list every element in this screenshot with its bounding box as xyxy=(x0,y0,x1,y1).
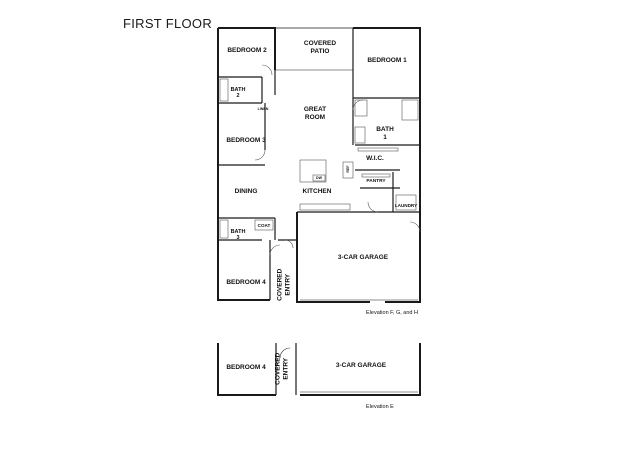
room-bath-3-line2: 3 xyxy=(236,235,240,241)
door-swing-4 xyxy=(367,201,379,213)
laundry-space xyxy=(395,194,417,211)
elevation-e-label: Elevation E xyxy=(366,404,394,410)
ref-label: REF xyxy=(346,165,350,173)
dishwasher xyxy=(312,174,326,182)
room-covered-entry-line2: ENTRY xyxy=(284,273,292,296)
kitchen-island xyxy=(299,159,327,183)
room-pantry: PANTRY xyxy=(366,179,386,184)
door-swing-7 xyxy=(409,221,421,233)
door-swing-3 xyxy=(352,99,364,111)
room-bath-1-line1: BATH xyxy=(376,126,394,133)
room-bath-2-line2: 2 xyxy=(236,93,240,99)
door-swing-2 xyxy=(254,149,266,161)
right-upper-wall xyxy=(353,27,421,235)
room-bedroom-4: BEDROOM 4 xyxy=(226,279,266,286)
door-swing-6 xyxy=(284,239,294,249)
left-exterior-wall xyxy=(217,28,270,301)
bath1-tub xyxy=(401,99,419,121)
room-great-room-line1: GREAT xyxy=(303,106,327,113)
garage-right xyxy=(385,235,421,303)
bath2-tub xyxy=(219,78,229,102)
room-wic: W.I.C. xyxy=(366,155,384,162)
alt-room-covered-entry-line2: ENTRY xyxy=(282,357,290,380)
room-bedroom-3: BEDROOM 3 xyxy=(226,137,266,144)
room-bedroom-1: BEDROOM 1 xyxy=(367,57,407,64)
door-swing-1 xyxy=(261,64,273,76)
fixtures xyxy=(219,64,421,256)
room-coat: COAT xyxy=(257,223,271,228)
alt-left-wall xyxy=(217,343,276,396)
linen-closet: LINEN xyxy=(257,107,269,111)
room-3-car-garage: 3-CAR GARAGE xyxy=(337,254,389,261)
ref-space xyxy=(342,161,354,179)
bath3-tub xyxy=(219,219,229,239)
room-covered-patio-line1: COVERED xyxy=(303,40,337,47)
elevation-fgh-label: Elevation F, G, and H xyxy=(366,310,418,316)
room-dining: DINING xyxy=(234,188,258,195)
pantry-shelf xyxy=(361,173,391,178)
room-bath-2-line1: BATH xyxy=(230,87,246,93)
coat-closet xyxy=(254,219,274,231)
room-great-room-line2: ROOM xyxy=(304,114,326,121)
alt-room-covered-entry-line1: COVERED xyxy=(274,352,282,385)
room-bath-3-line1: BATH xyxy=(230,229,246,235)
room-bedroom-2: BEDROOM 2 xyxy=(227,47,267,54)
dishwasher-label: DW xyxy=(316,176,322,180)
bath1-vanity xyxy=(354,126,366,144)
room-covered-patio-line2: PATIO xyxy=(310,48,330,55)
alt-room-3-car-garage: 3-CAR GARAGE xyxy=(335,362,387,369)
door-swing-5 xyxy=(269,244,281,256)
interior-walls xyxy=(218,28,420,302)
wic-shelf xyxy=(357,147,399,152)
kitchen-counter xyxy=(299,203,351,211)
room-bath-1-line2: 1 xyxy=(383,134,387,141)
floor-title: FIRST FLOOR xyxy=(123,16,213,31)
room-laundry: LAUNDRY xyxy=(394,203,418,208)
alt-door-swing xyxy=(279,347,291,359)
room-covered-entry-line1: COVERED xyxy=(276,268,284,301)
alt-room-bedroom-4: BEDROOM 4 xyxy=(226,364,266,371)
alt-garage-right xyxy=(300,343,421,396)
room-kitchen: KITCHEN xyxy=(302,188,332,195)
alt-elevation-walls xyxy=(217,343,421,396)
